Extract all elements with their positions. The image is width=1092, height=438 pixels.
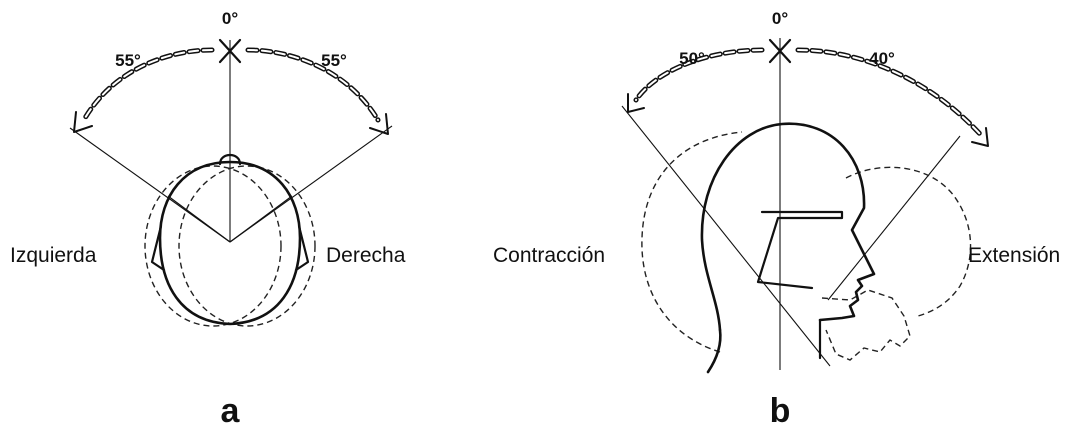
panel-a-right-side-label: Derecha bbox=[326, 244, 406, 267]
panel-a: 0° 55° 55° Izquierda Derecha a bbox=[10, 9, 406, 430]
panel-b-label: b bbox=[770, 392, 791, 430]
panel-b-right-angle: 40° bbox=[869, 49, 895, 68]
panel-b-flexion-limit-line bbox=[621, 105, 831, 367]
panel-a-right-angle: 55° bbox=[321, 51, 347, 70]
panel-a-inner-right-line bbox=[229, 195, 293, 243]
panel-b-left-arc-inner bbox=[635, 49, 763, 101]
panel-a-nose bbox=[218, 153, 242, 166]
panel-b-right-side-label: Extensión bbox=[968, 244, 1060, 267]
panel-a-head-outline bbox=[158, 160, 302, 326]
panel-a-rotated-head-right bbox=[178, 165, 316, 327]
panel-b-left-side-label: Contracción bbox=[493, 244, 605, 267]
panel-b-left-angle: 50° bbox=[679, 49, 705, 68]
panel-a-right-arrowhead-icon bbox=[369, 113, 389, 135]
panel-b: 0° 50° 40° Contracción Extensión b bbox=[493, 9, 1060, 430]
panel-b-head-profile bbox=[700, 122, 876, 332]
panel-b-extended-head bbox=[845, 166, 972, 317]
panel-b-neck bbox=[706, 328, 722, 374]
panel-a-rotated-head-left bbox=[144, 165, 282, 327]
panel-a-left-arc bbox=[82, 47, 215, 121]
panel-a-inner-left-line bbox=[167, 195, 231, 243]
panel-b-ear bbox=[756, 210, 844, 290]
panel-a-left-limit-line bbox=[69, 127, 231, 243]
panel-a-right-limit-line bbox=[229, 125, 393, 243]
panel-a-center-cross-icon bbox=[218, 38, 242, 64]
panel-a-label: a bbox=[221, 392, 241, 430]
panel-a-left-side-label: Izquierda bbox=[10, 244, 97, 267]
panel-a-left-arrowhead-icon bbox=[73, 111, 93, 133]
panel-b-center-cross-icon bbox=[768, 38, 792, 64]
panel-a-right-arc bbox=[245, 47, 381, 123]
panel-b-top-angle: 0° bbox=[772, 9, 788, 28]
panel-a-right-arc-inner bbox=[247, 49, 379, 121]
panel-b-flexed-head bbox=[641, 131, 743, 353]
panel-a-right-ear bbox=[294, 224, 310, 272]
panel-b-left-arrowhead-icon bbox=[627, 93, 645, 113]
panel-a-left-angle: 55° bbox=[115, 51, 141, 70]
panel-a-left-ear bbox=[150, 224, 166, 272]
panel-b-right-arc-inner bbox=[797, 49, 981, 135]
panel-a-top-angle: 0° bbox=[222, 9, 238, 28]
panel-b-extension-limit-line bbox=[827, 135, 961, 301]
panel-a-left-arc-inner bbox=[84, 49, 213, 119]
panel-b-right-arrowhead-icon bbox=[971, 127, 989, 147]
panel-b-extended-face bbox=[821, 289, 911, 361]
